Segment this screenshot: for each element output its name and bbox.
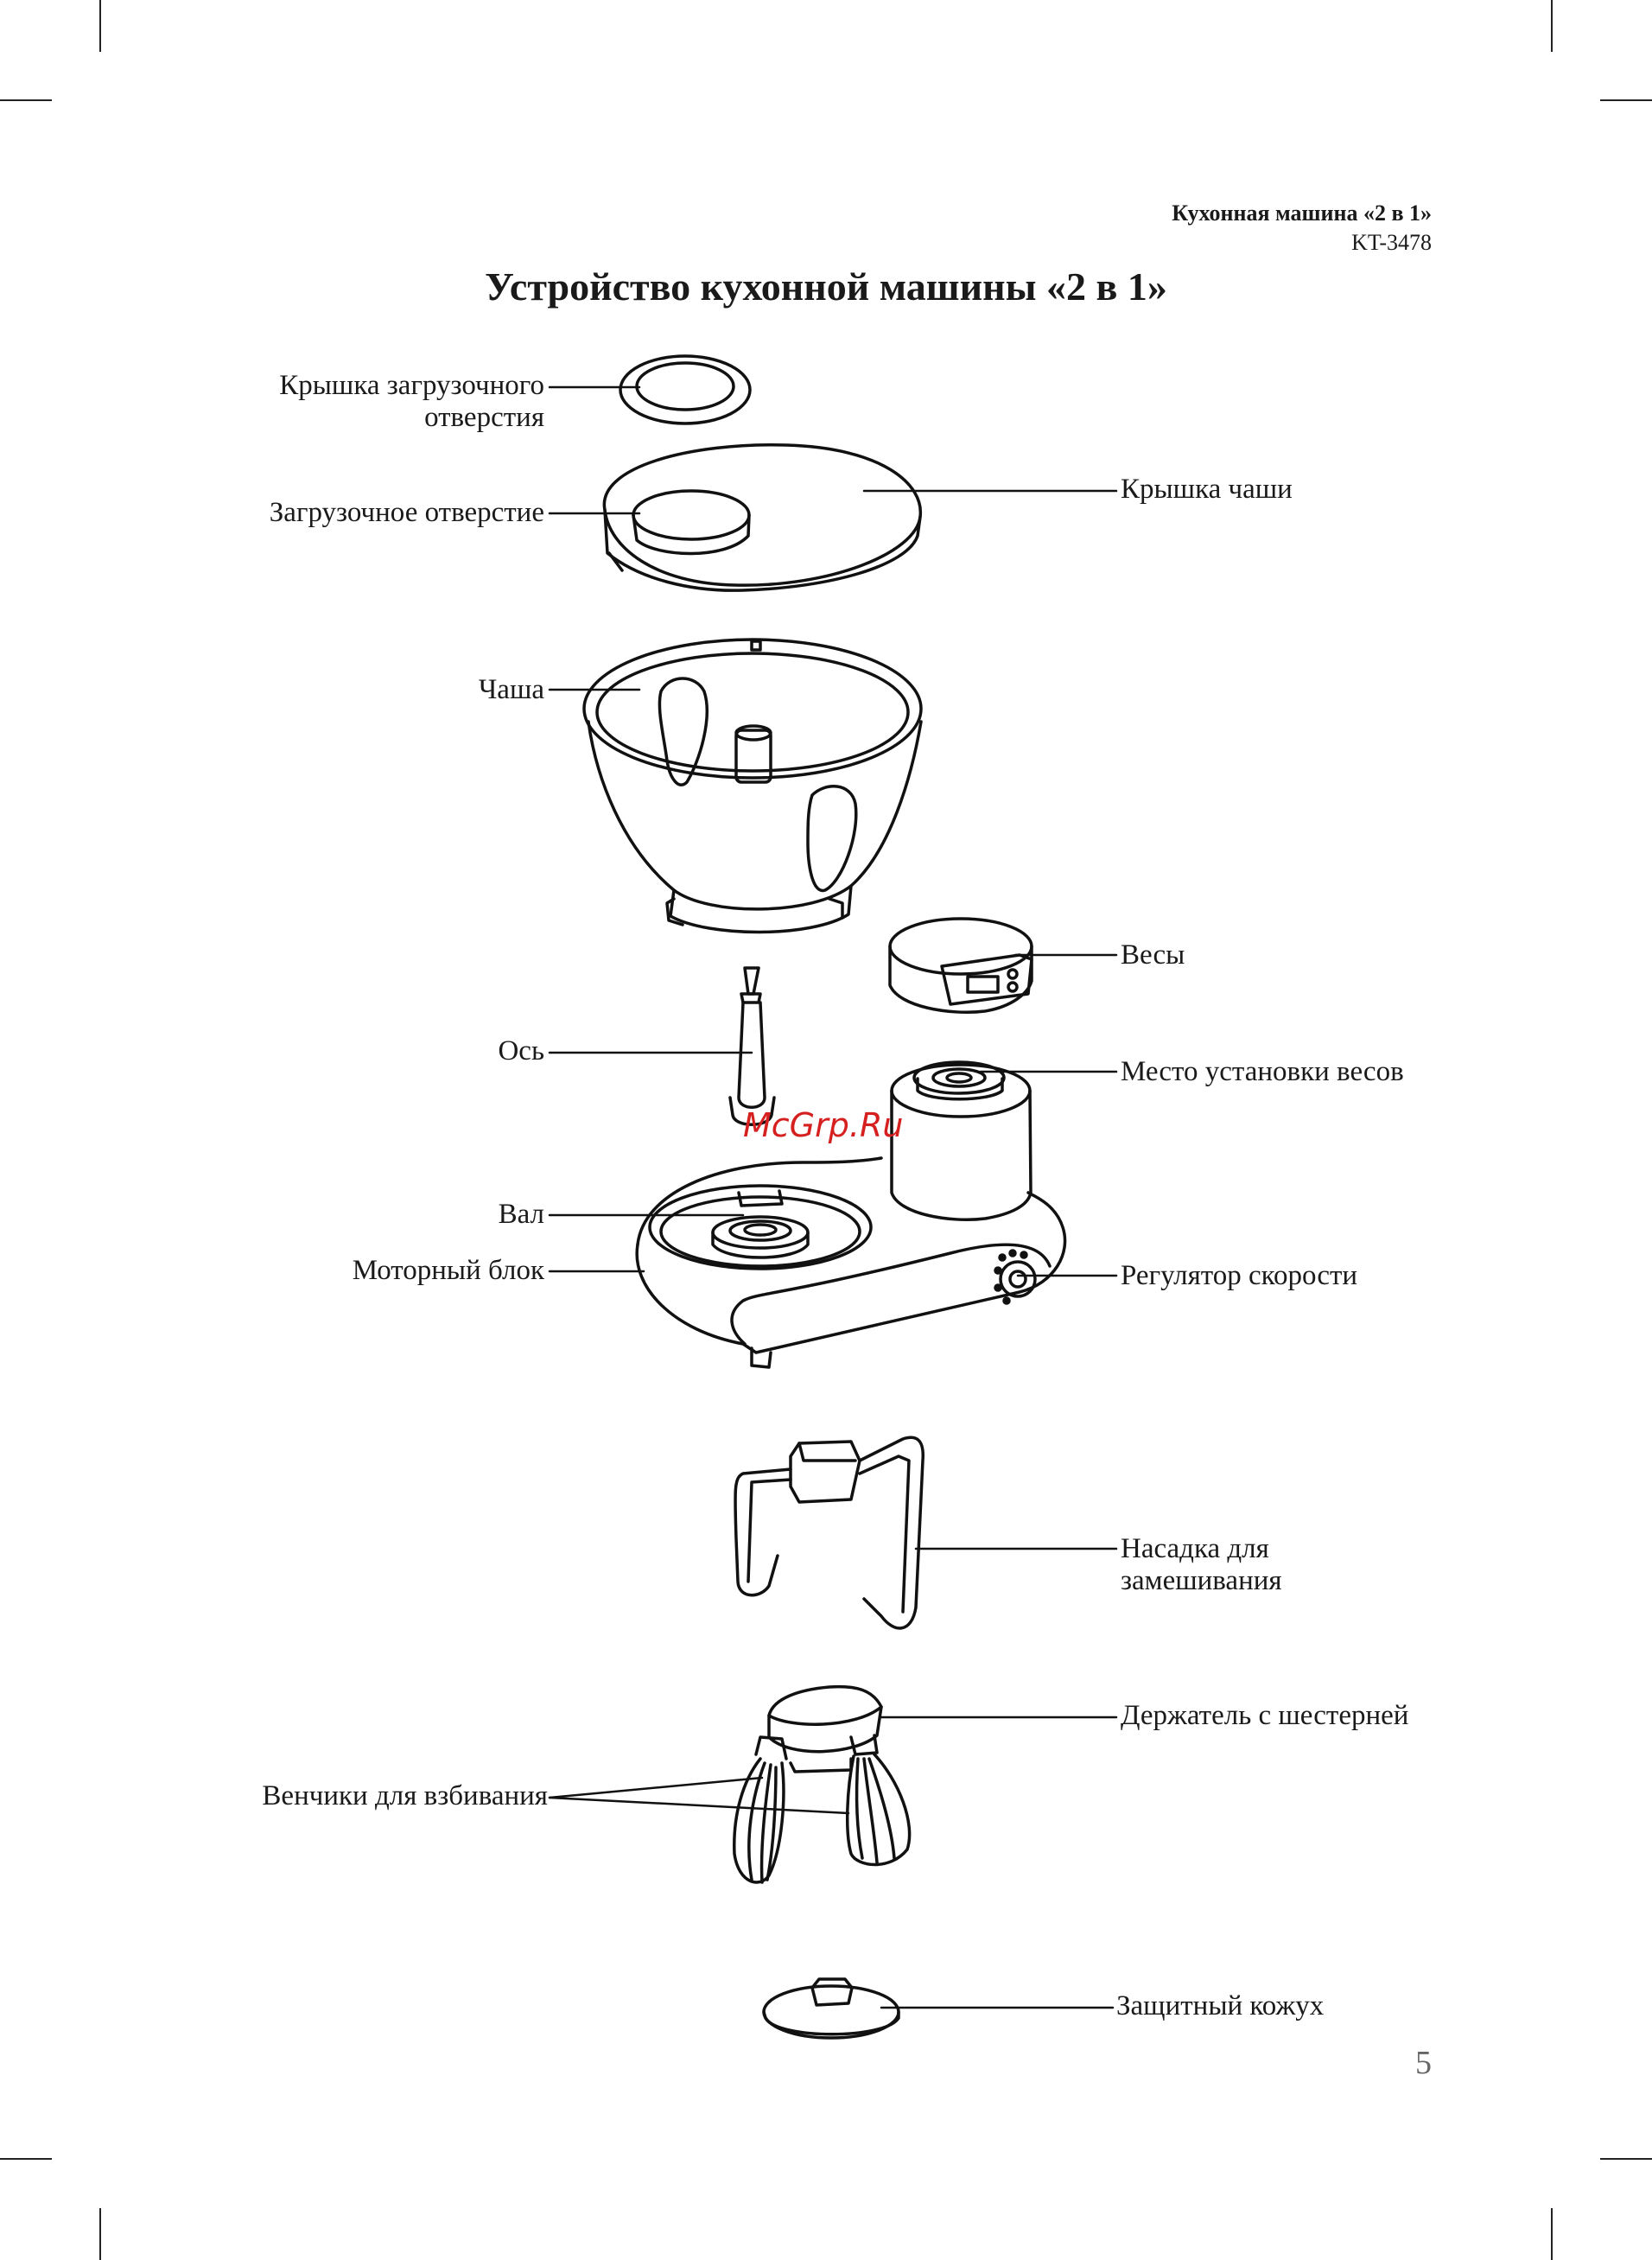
label-kneading-hook-line2: замешивания [1121,1565,1282,1597]
bowl-drawing [584,640,921,933]
bowl-lid-drawing [604,445,920,590]
label-shaft: Вал [499,1199,544,1231]
watermark: McGrp.Ru [743,1106,903,1144]
label-motor-unit: Моторный блок [353,1255,544,1287]
label-guard: Защитный кожух [1116,1990,1324,2022]
axis-drawing [730,968,774,1124]
label-scales: Весы [1121,939,1185,971]
label-speed-control: Регулятор скорости [1121,1260,1357,1292]
label-feed-cap-line1: Крышка загрузочного [279,370,544,402]
feed-cap-drawing [620,356,750,423]
label-whisks: Венчики для взбивания [262,1780,548,1812]
label-feed-cap: Крышка загрузочного отверстия [279,370,544,434]
label-feed-opening: Загрузочное отверстие [270,497,544,529]
label-feed-cap-line2: отверстия [279,402,544,434]
label-kneading-hook: Насадка для замешивания [1121,1533,1282,1597]
page-number: 5 [1415,2044,1432,2082]
label-scales-mount: Место установки весов [1121,1056,1404,1088]
label-kneading-hook-line1: Насадка для [1121,1533,1282,1565]
whisks-drawing [734,1687,910,1882]
scales-drawing [890,919,1032,1012]
label-axis: Ось [498,1035,544,1067]
kneading-hook-drawing [735,1437,923,1628]
label-gear-holder: Держатель с шестерней [1121,1700,1408,1732]
label-bowl-lid: Крышка чаши [1121,474,1293,506]
guard-drawing [764,1979,899,2038]
label-bowl: Чаша [479,674,544,706]
